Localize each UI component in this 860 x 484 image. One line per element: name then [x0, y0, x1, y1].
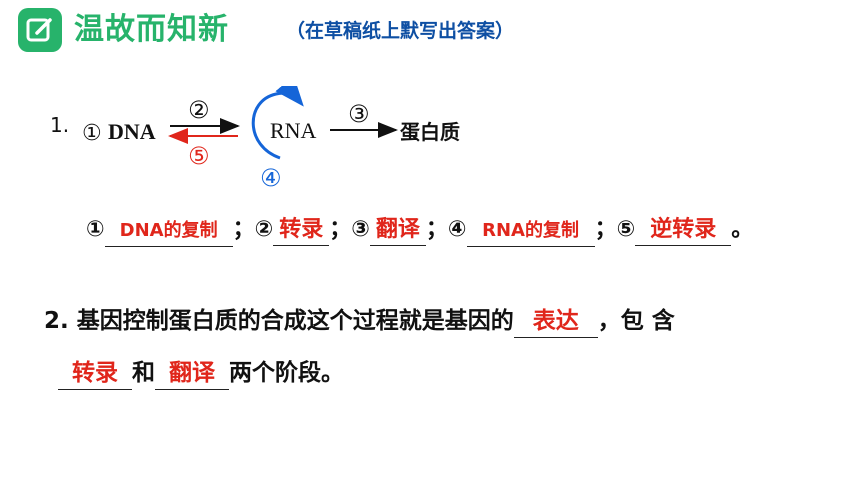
page-subtitle: （在草稿纸上默写出答案）	[286, 20, 515, 42]
answer-2-blank: 转录	[273, 215, 330, 246]
q2-blank-transcription: 转录	[58, 357, 132, 390]
answer-5-marker: ；⑤	[594, 217, 636, 242]
edit-icon	[18, 8, 62, 52]
q2-blank-translation: 翻译	[155, 357, 229, 390]
answer-3-marker: ；③	[329, 217, 370, 242]
question-2-line-1: 2. 基因控制蛋白质的合成这个过程就是基因的表达，包 含	[44, 302, 675, 340]
question-2-line-2: 转录和翻译两个阶段。	[58, 354, 344, 392]
answer-3-blank: 翻译	[369, 215, 426, 246]
protein-label: 蛋白质	[400, 120, 460, 144]
circle-3-label: ③	[348, 100, 370, 128]
circle-5-label: ⑤	[188, 142, 210, 170]
dna-label: DNA	[108, 119, 156, 144]
page-title: 温故而知新	[74, 12, 229, 47]
answer-5-blank: 逆转录	[635, 215, 732, 246]
answer-4-marker: ；④	[425, 217, 467, 242]
rna-label: RNA	[270, 118, 317, 143]
answer-1-blank: DNA的复制	[104, 216, 233, 247]
question-2-line-2-end: 两个阶段。	[229, 360, 344, 386]
answer-end-mark: 。	[731, 217, 754, 242]
central-dogma-diagram: ① DNA ② ⑤ RNA ④ ③ 蛋白质	[82, 86, 460, 192]
answer-2-marker: ；②	[232, 217, 274, 242]
circle-1-label: ①	[82, 121, 102, 146]
question-2-text: 2. 基因控制蛋白质的合成这个过程就是基因的	[44, 308, 514, 334]
q2-blank-expression: 表达	[513, 305, 598, 338]
rna-replication-arrow	[251, 86, 304, 160]
question-2-text-end: ，包 含	[597, 308, 675, 334]
question-1-number: 1.	[50, 113, 70, 137]
circle-2-label: ②	[188, 96, 210, 124]
answer-1-marker: ①	[86, 217, 105, 242]
circle-4-label: ④	[260, 164, 282, 192]
answer-4-blank: RNA的复制	[466, 216, 595, 247]
question-2-and: 和	[132, 360, 155, 386]
